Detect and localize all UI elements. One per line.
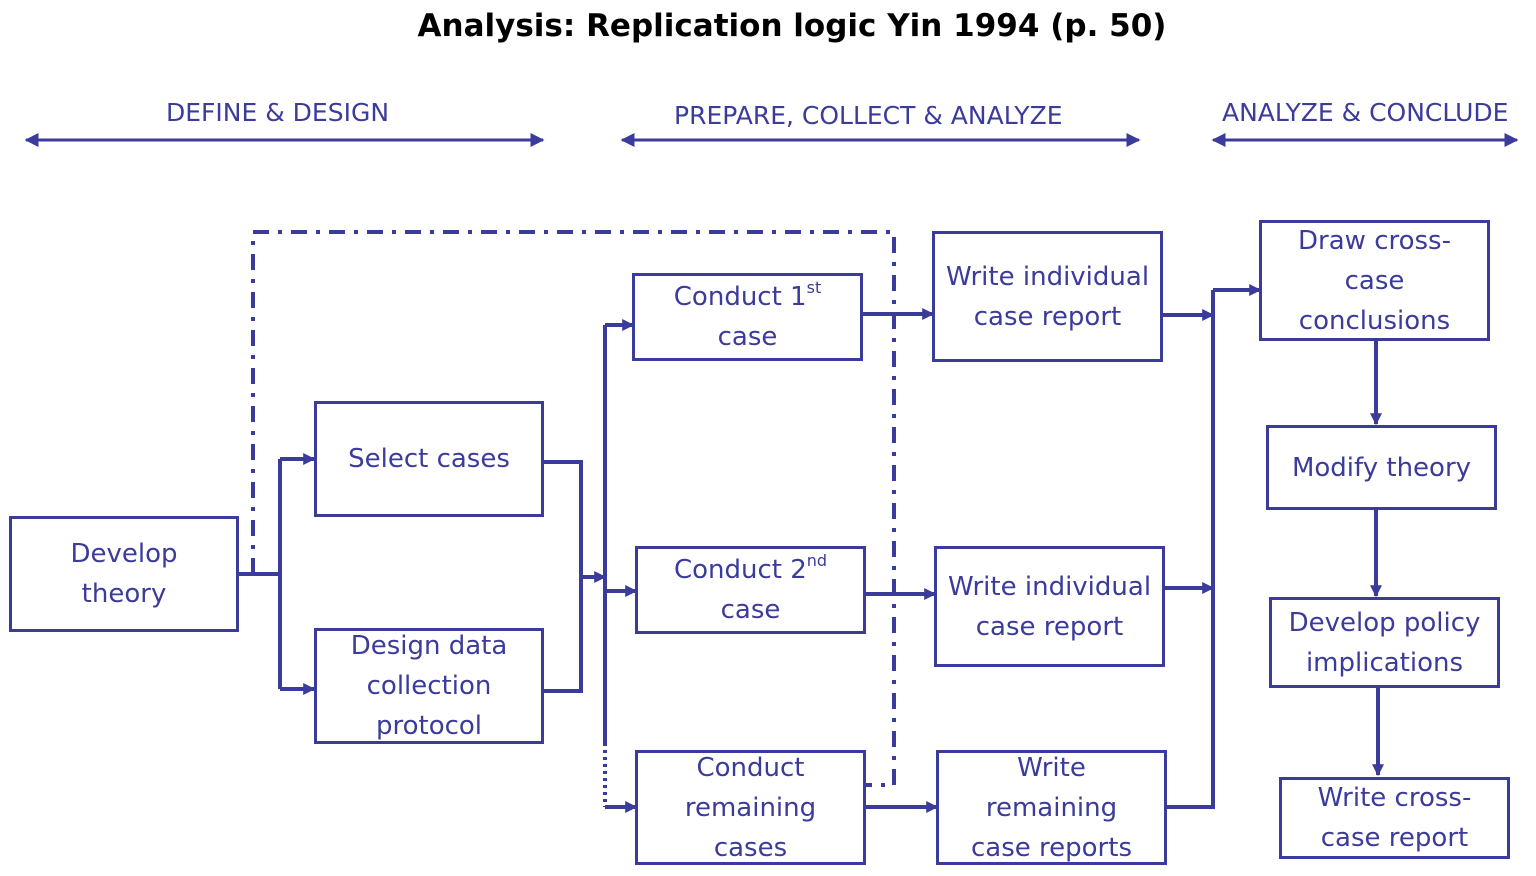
select-cases-label: Select cases (348, 444, 510, 474)
connector-reports-merge (1167, 290, 1215, 809)
conduct-remaining-cases-label: Conduct remaining cases (684, 752, 817, 863)
design-protocol-label: Design data collection protocol (350, 631, 508, 741)
modify-theory-box: Modify theory (1266, 425, 1497, 510)
conduct-second-case-box: Conduct 2nd case (635, 546, 866, 634)
write-report-1-label: Write individual case report (945, 261, 1150, 332)
conduct-first-case-box: Conduct 1st case (632, 273, 863, 361)
conduct-remaining-cases-box: Conduct remaining cases (635, 750, 866, 865)
connector-develop-branch (239, 459, 282, 689)
conduct-first-case-suffix: case (717, 322, 778, 352)
write-remaining-reports-box: Write remaining case reports (936, 750, 1167, 865)
conduct-second-case-label: Conduct 2nd case (674, 550, 827, 630)
modify-theory-label: Modify theory (1291, 452, 1472, 483)
develop-theory-label: Develop theory (70, 539, 178, 609)
connector-merge (544, 460, 583, 693)
cross-case-report-box: Write cross-case report (1279, 777, 1510, 859)
conduct-first-case-label: Conduct 1st case (674, 277, 821, 357)
policy-implications-box: Develop policy implications (1269, 597, 1500, 688)
phase-label-prepare-collect-analyze: PREPARE, COLLECT & ANALYZE (674, 101, 1063, 130)
policy-implications-label: Develop policy implications (1288, 607, 1481, 678)
select-cases-box: Select cases (314, 401, 544, 517)
write-report-1-box: Write individual case report (932, 231, 1163, 362)
phase-label-analyze-conclude: ANALYZE & CONCLUDE (1222, 98, 1509, 127)
cross-case-report-label: Write cross-case report (1317, 783, 1472, 853)
develop-theory-box: Develop theory (9, 516, 239, 632)
draw-conclusions-box: Draw cross-case conclusions (1259, 220, 1490, 341)
conduct-first-case-ordinal: st (806, 278, 822, 298)
page-title: Analysis: Replication logic Yin 1994 (p.… (417, 8, 1167, 44)
write-remaining-reports-label: Write remaining case reports (971, 752, 1132, 863)
conduct-second-case-suffix: case (720, 595, 781, 625)
conduct-second-case-ordinal: nd (806, 551, 828, 571)
write-report-2-box: Write individual case report (934, 546, 1165, 667)
design-protocol-box: Design data collection protocol (314, 628, 544, 744)
phase-label-define-design: DEFINE & DESIGN (166, 98, 390, 127)
conduct-first-case-prefix: Conduct 1 (673, 282, 807, 312)
feedback-loop-dashdot (251, 230, 896, 787)
conduct-second-case-prefix: Conduct 2 (673, 555, 807, 585)
draw-conclusions-label: Draw cross-case conclusions (1298, 225, 1451, 336)
write-report-2-label: Write individual case report (947, 571, 1152, 642)
